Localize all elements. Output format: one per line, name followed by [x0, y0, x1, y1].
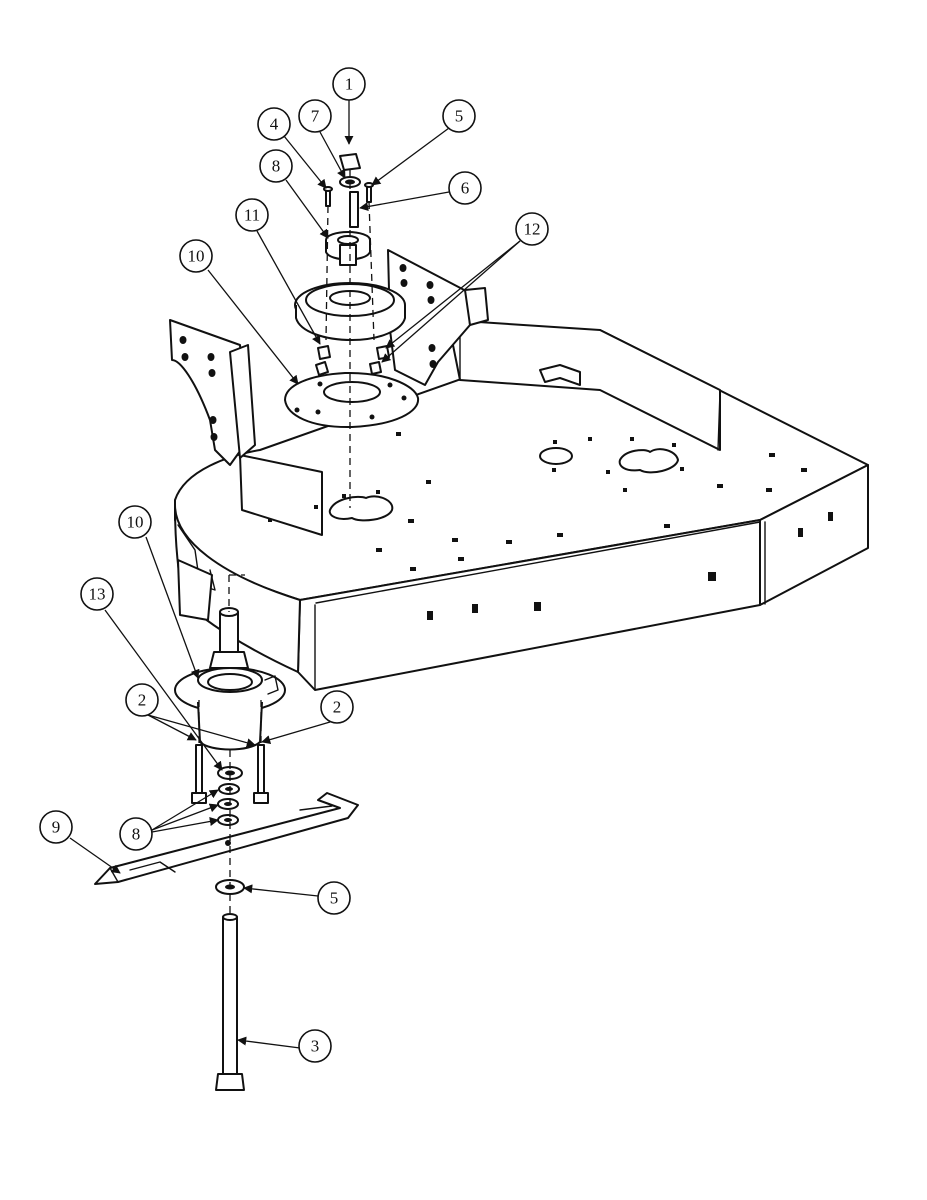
callout-number: 5 — [330, 889, 339, 908]
mower-deck — [169, 249, 869, 691]
spindle-bolts — [191, 744, 269, 804]
callout-number: 11 — [244, 206, 260, 225]
callout-9: 9 — [39, 810, 121, 874]
callout-number: 4 — [270, 115, 279, 134]
bracket-holes — [179, 264, 437, 441]
svg-text:1: 1 — [345, 75, 354, 94]
callout-leader — [261, 721, 331, 745]
callout-leader — [381, 240, 521, 363]
callout-10: 10 — [179, 239, 299, 385]
callout-circle — [119, 817, 153, 851]
callout-12: 12 — [381, 212, 549, 363]
callout-number: 2 — [138, 691, 147, 710]
callout-leader — [151, 816, 219, 833]
callout-circle — [257, 107, 291, 141]
callout-5: 5 — [371, 99, 476, 186]
callout-leader — [147, 714, 256, 748]
callout-circle — [118, 505, 152, 539]
callout-circle — [80, 577, 114, 611]
callout-2: 2 — [125, 683, 256, 748]
callout-leader — [237, 1036, 301, 1049]
callout-circle — [179, 239, 213, 273]
callout-circle — [448, 171, 482, 205]
top-hardware — [323, 153, 374, 228]
callout-number: 5 — [455, 107, 464, 126]
callout-number: 8 — [132, 825, 141, 844]
callout-number: 13 — [89, 585, 106, 604]
callout-leader — [319, 131, 346, 179]
callout-6: 6 — [359, 171, 482, 212]
callout-8: 8 — [119, 789, 219, 851]
callout-8: 8 — [259, 149, 329, 239]
callout-10: 10 — [118, 505, 200, 679]
callout-2: 2 — [261, 690, 354, 745]
callout-3: 3 — [237, 1029, 332, 1063]
callout-number: 7 — [311, 107, 320, 126]
callout-circle — [320, 690, 354, 724]
deck-slots — [268, 432, 833, 620]
callout-leader — [385, 240, 521, 349]
callout-number: 8 — [272, 157, 281, 176]
callout-leader — [285, 179, 329, 239]
callout-leader — [371, 127, 450, 186]
callout-5: 5 — [243, 881, 351, 915]
callout-number: 6 — [461, 179, 470, 198]
callout-7: 7 — [298, 99, 346, 179]
callout-number: 2 — [333, 698, 342, 717]
mount-plate — [284, 371, 420, 429]
callout-11: 11 — [235, 198, 321, 345]
callout-3: 1 — [332, 67, 366, 145]
callout-circle — [235, 198, 269, 232]
callout-number: 3 — [311, 1037, 320, 1056]
callout-number: 10 — [188, 247, 205, 266]
callout-leader — [207, 269, 299, 385]
callout-number: 12 — [524, 220, 541, 239]
callout-leader — [283, 135, 327, 189]
callout-leader — [151, 789, 219, 831]
spindle-assembly — [174, 607, 286, 751]
callout-circle — [298, 1029, 332, 1063]
callout-circle — [317, 881, 351, 915]
callout-leader — [147, 714, 197, 741]
callouts: 1 2 2 3 4 5 5 6 7 8 8 9 10 10 11 12 13 — [39, 67, 549, 1063]
callout-leader — [151, 803, 219, 831]
washer-stack — [217, 766, 243, 826]
callout-4: 4 — [257, 107, 327, 189]
bushing — [325, 231, 371, 266]
lock-nuts — [315, 345, 390, 376]
callout-leader — [104, 609, 223, 771]
callout-leader — [243, 884, 319, 897]
callout-leader — [256, 230, 321, 345]
callout-leader — [145, 536, 200, 679]
callout-circle — [125, 683, 159, 717]
callout-circle — [298, 99, 332, 133]
callout-circle — [515, 212, 549, 246]
callout-number: 10 — [127, 513, 144, 532]
callout-circle — [442, 99, 476, 133]
callout-leader — [359, 191, 450, 212]
blade-bolt — [215, 913, 245, 1091]
callout-leader — [69, 837, 121, 874]
callout-circle — [259, 149, 293, 183]
callout-number: 9 — [52, 818, 61, 837]
callout-circle — [39, 810, 73, 844]
callout-13: 13 — [80, 577, 223, 771]
